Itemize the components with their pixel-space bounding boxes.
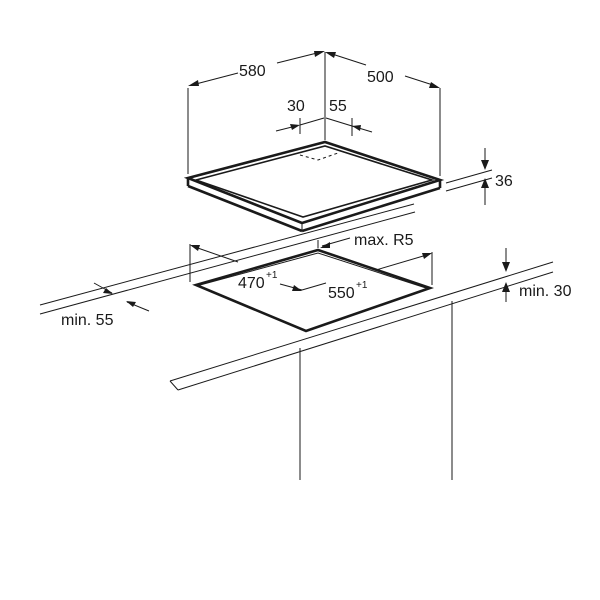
arrow-470-top: [190, 245, 200, 251]
arrow-580-left: [188, 80, 199, 86]
arrow-500-right: [429, 82, 440, 88]
dim-line-550-left: [302, 283, 326, 290]
hob-top-outline: [188, 142, 440, 223]
worktop: [40, 204, 553, 390]
gas-connection-dashed: [300, 153, 338, 160]
dim-tolerance-550: +1: [356, 280, 368, 291]
hob-front-bottom-right: [302, 188, 440, 231]
dim-line-55-span: [326, 118, 352, 126]
dim-label-550: 550: [328, 285, 355, 302]
dim-label-36: 36: [495, 173, 513, 190]
dimension-front-clearance: min. 55: [61, 283, 149, 329]
arrow-470-bottom: [292, 285, 302, 291]
dim-label-55: 55: [329, 98, 347, 115]
arrow-500-left: [325, 52, 336, 58]
worktop-front-corner: [170, 381, 178, 390]
arrow-min30-top: [502, 262, 510, 272]
dim-label-width: 580: [239, 63, 266, 80]
dim-label-470: 470: [238, 275, 265, 292]
dim-label-radius: max. R5: [354, 232, 414, 249]
hob-front-bottom-left: [188, 186, 302, 231]
dim-line-470-upper: [192, 246, 238, 262]
arrow-min30-bottom: [502, 282, 510, 292]
corner-radius-annotation: max. R5: [320, 232, 414, 249]
arrow-min55-bottom: [126, 301, 136, 307]
arrow-550-right: [422, 253, 432, 259]
dim-label-depth: 500: [367, 69, 394, 86]
arrow-36-top: [481, 160, 489, 170]
arrow-55: [352, 125, 361, 131]
dim-label-30: 30: [287, 98, 305, 115]
arrow-r5: [320, 242, 330, 248]
dimension-height: 36: [446, 148, 513, 205]
dim-line-30-to-center: [300, 118, 324, 125]
dimension-rear-offsets: 30 55: [276, 98, 372, 136]
arrow-580-right: [314, 51, 325, 57]
dim-label-side-clearance: min. 30: [519, 283, 572, 300]
cutout-inner-edge: [200, 253, 426, 288]
dim-line-580-left: [192, 73, 238, 85]
dim-label-front-clearance: min. 55: [61, 312, 114, 329]
dim-line-550-right: [376, 254, 430, 270]
hob: [188, 142, 440, 231]
arrow-30: [290, 124, 300, 130]
dim-line-580-right: [277, 52, 321, 63]
dim-tolerance-470: +1: [266, 270, 278, 281]
hob-inner-outline: [196, 146, 432, 217]
